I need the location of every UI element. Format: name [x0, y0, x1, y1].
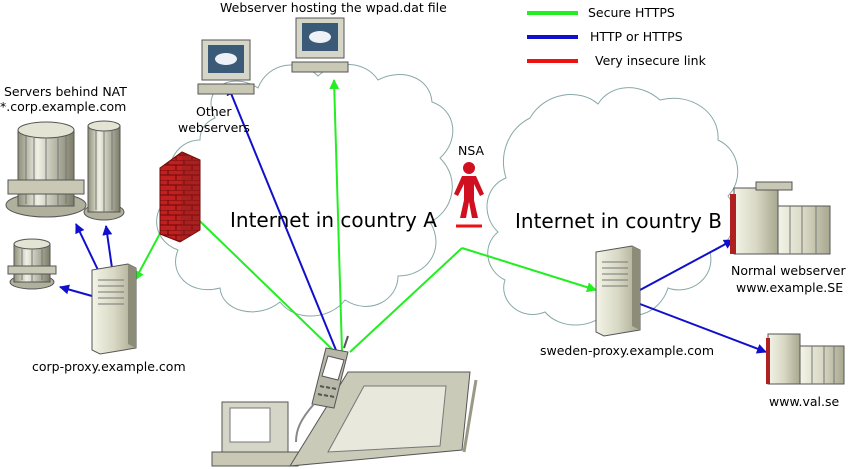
- servers-nat-label-2: *.corp.example.com: [0, 99, 126, 114]
- server-tower-icon-corp-proxy: [91, 263, 137, 355]
- link-nsa-to-sweden-proxy: [461, 247, 597, 293]
- link-phone-to-nsa: [349, 247, 463, 353]
- val-se-label: www.val.se: [769, 394, 840, 409]
- phone-icon: [295, 335, 349, 443]
- monitor-icon-other: [197, 39, 255, 95]
- legend-http-label: HTTP or HTTPS: [590, 29, 683, 44]
- link-proxy-to-small-cluster: [59, 284, 93, 297]
- server-tower-icon-sweden-proxy: [595, 245, 641, 337]
- monitor-icon-wpad: [291, 17, 349, 73]
- person-icon-nsa: [454, 162, 484, 218]
- link-sweden-to-val-se: [639, 303, 767, 354]
- link-firewall-to-phone: [177, 199, 336, 353]
- normal-webserver-label-1: Normal webserver: [731, 263, 846, 278]
- cluster-icon-large: [5, 121, 87, 218]
- link-phone-to-other-webservers: [226, 85, 339, 356]
- link-proxy-to-cluster-b: [102, 225, 113, 269]
- internet-b-label: Internet in country B: [515, 209, 722, 233]
- legend-secure-label: Secure HTTPS: [588, 5, 675, 20]
- cluster-icon-medium: [83, 120, 125, 221]
- legend-insecure-label: Very insecure link: [595, 53, 707, 68]
- sweden-proxy-label: sweden-proxy.example.com: [540, 343, 714, 358]
- other-webservers-label-2: webservers: [178, 120, 250, 135]
- link-sweden-to-normal-webserver: [639, 239, 734, 291]
- nsa-label: NSA: [458, 143, 485, 158]
- desktop-monitor-icon: [211, 401, 299, 467]
- servers-nat-label-1: Servers behind NAT: [4, 84, 127, 99]
- firewall-icon: [159, 151, 201, 243]
- mainframe-icon-normal: [730, 181, 831, 255]
- normal-webserver-label-2: www.example.SE: [736, 280, 843, 295]
- wpad-label: Webserver hosting the wpad.dat file: [220, 0, 447, 15]
- internet-a-label: Internet in country A: [230, 208, 437, 232]
- cluster-icon-small: [7, 238, 57, 290]
- legend: Secure HTTPS HTTP or HTTPS Very insecure…: [527, 5, 707, 68]
- link-proxy-to-cluster-a: [75, 223, 99, 271]
- mainframe-icon-val: [766, 333, 845, 385]
- other-webservers-label-1: Other: [196, 104, 232, 119]
- link-phone-to-wpad: [329, 79, 343, 353]
- corp-proxy-label: corp-proxy.example.com: [32, 359, 186, 374]
- cloud-icon-country-b: [486, 87, 739, 326]
- cloud-icon-country-a: [156, 63, 454, 317]
